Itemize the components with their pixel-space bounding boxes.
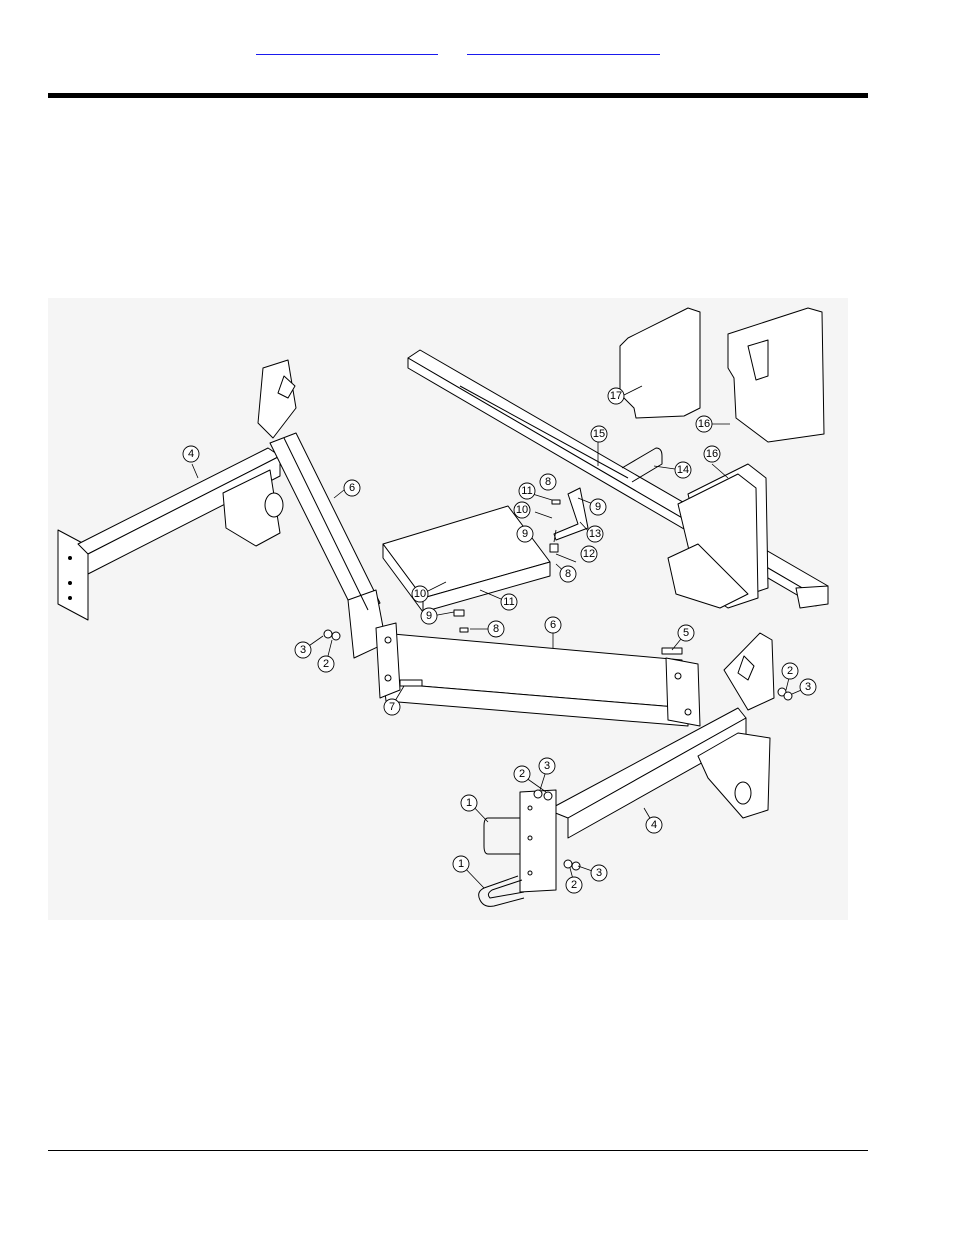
callout-9a: 9: [421, 608, 437, 624]
svg-text:16: 16: [698, 418, 710, 430]
svg-text:2: 2: [787, 665, 793, 677]
header-rule: [48, 93, 868, 98]
callout-9b: 9: [590, 499, 606, 515]
svg-text:15: 15: [593, 428, 605, 440]
svg-text:4: 4: [651, 819, 657, 831]
callout-7: 7: [384, 699, 400, 715]
svg-text:12: 12: [583, 548, 595, 560]
svg-text:11: 11: [503, 596, 514, 608]
callout-16a: 16: [704, 446, 720, 462]
header-link-2[interactable]: [467, 40, 660, 55]
callout-14: 14: [675, 462, 691, 478]
callout-16b: 16: [696, 416, 712, 432]
callout-13: 13: [587, 526, 603, 542]
svg-text:2: 2: [519, 768, 525, 780]
svg-text:11: 11: [521, 485, 532, 497]
svg-text:9: 9: [426, 610, 432, 622]
callout-3b: 3: [800, 679, 816, 695]
svg-text:9: 9: [522, 528, 528, 540]
svg-text:8: 8: [493, 623, 499, 635]
callout-6b: 6: [545, 617, 561, 633]
callout-2d: 2: [566, 877, 582, 893]
callout-4a: 4: [183, 446, 199, 462]
callout-2a: 2: [318, 656, 334, 672]
callout-8a: 8: [488, 621, 504, 637]
callout-3a: 3: [295, 642, 311, 658]
callout-9c: 9: [517, 526, 533, 542]
callout-11b: 11: [501, 594, 517, 610]
svg-text:6: 6: [550, 619, 556, 631]
svg-text:8: 8: [565, 568, 571, 580]
svg-text:16: 16: [706, 448, 718, 460]
callout-3d: 3: [591, 865, 607, 881]
svg-text:3: 3: [544, 760, 550, 772]
svg-text:3: 3: [300, 644, 306, 656]
svg-text:9: 9: [595, 501, 601, 513]
callout-8c: 8: [560, 566, 576, 582]
svg-text:7: 7: [389, 701, 395, 713]
svg-text:5: 5: [683, 627, 689, 639]
header-link-1[interactable]: [256, 40, 438, 55]
svg-text:17: 17: [610, 390, 622, 402]
callout-10a: 10: [412, 586, 428, 602]
callout-2b: 2: [782, 663, 798, 679]
callout-4b: 4: [646, 817, 662, 833]
callout-6a: 6: [344, 480, 360, 496]
callout-10b: 10: [514, 502, 530, 518]
callout-8b: 8: [540, 474, 556, 490]
svg-text:1: 1: [458, 858, 464, 870]
footer-rule: [48, 1150, 868, 1151]
callout-5: 5: [678, 625, 694, 641]
svg-text:2: 2: [571, 879, 577, 891]
callout-1a: 1: [461, 795, 477, 811]
callout-2c: 2: [514, 766, 530, 782]
callout-15: 15: [591, 426, 607, 442]
svg-text:2: 2: [323, 658, 329, 670]
svg-text:10: 10: [516, 504, 528, 516]
callout-11a: 11: [519, 483, 535, 499]
svg-text:10: 10: [414, 588, 426, 600]
callout-1b: 1: [453, 856, 469, 872]
svg-text:6: 6: [349, 482, 355, 494]
svg-text:4: 4: [188, 448, 194, 460]
svg-text:14: 14: [677, 464, 689, 476]
callout-12: 12: [581, 546, 597, 562]
parts-exploded-diagram: 1 1 2 2 2 2 3 3 3 3 4 4 5 6 6 7 8 8 8 9 …: [48, 298, 848, 920]
svg-text:3: 3: [805, 681, 811, 693]
svg-text:1: 1: [466, 797, 472, 809]
callout-17: 17: [608, 388, 624, 404]
svg-text:13: 13: [589, 528, 601, 540]
svg-text:3: 3: [596, 867, 602, 879]
callout-3c: 3: [539, 758, 555, 774]
svg-text:8: 8: [545, 476, 551, 488]
